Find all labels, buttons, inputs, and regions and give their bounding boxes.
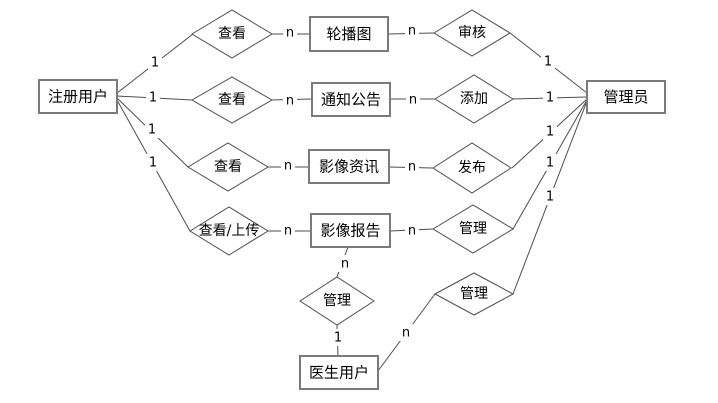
entity-label: 管理员	[603, 88, 648, 106]
cardinality-label: 1	[149, 91, 157, 106]
relation-manage-doctor: 管理	[433, 272, 515, 316]
entity-label: 轮播图	[326, 25, 371, 43]
entity-registered-user: 注册用户	[38, 79, 118, 114]
relation-label: 添加	[460, 91, 488, 107]
relation-add: 添加	[434, 74, 514, 124]
entity-rect-shape	[586, 80, 666, 114]
relation-publish: 发布	[432, 142, 512, 194]
entity-label: 通知公告	[321, 91, 381, 109]
cardinality-label: 1	[546, 91, 554, 106]
cardinality-label: n	[284, 224, 292, 239]
relation-label: 发布	[458, 160, 486, 176]
cardinality-label: 1	[151, 56, 159, 71]
entity-rect-shape	[38, 79, 118, 114]
relation-view-upload: 查看/上传	[189, 206, 269, 256]
entity-image-report: 影像报告	[310, 213, 391, 248]
entity-rect-shape	[299, 355, 379, 390]
nodes-layer: 查看审核查看添加查看发布查看/上传管理管理管理注册用户管理员轮播图通知公告影像资…	[38, 9, 666, 390]
cardinality-label: 1	[546, 190, 554, 205]
entity-image-info: 影像资讯	[308, 149, 390, 184]
relation-view-notice: 查看	[190, 76, 274, 124]
cardinality-label-bg	[543, 154, 557, 171]
relation-diamond-shape	[432, 204, 514, 254]
entity-doctor-user: 医生用户	[299, 355, 379, 390]
relation-diamond-shape	[191, 9, 273, 59]
relation-label: 查看	[214, 159, 242, 175]
entity-label: 影像资讯	[319, 158, 379, 176]
entity-admin: 管理员	[586, 80, 666, 114]
cardinality-label-bg	[283, 92, 297, 109]
cardinality-label-bg	[146, 89, 160, 106]
cardinality-label-bg	[281, 222, 295, 239]
entity-rect-shape	[310, 213, 391, 248]
relation-manage-report: 管理	[432, 204, 514, 254]
cardinality-label-bg	[543, 89, 557, 106]
relation-diamond-shape	[432, 142, 512, 194]
cardinality-label-bg	[399, 324, 413, 341]
relation-diamond-shape	[434, 74, 514, 124]
relation-diamond-shape	[299, 276, 375, 326]
relation-label: 管理	[323, 293, 351, 309]
cardinality-label: n	[408, 24, 416, 39]
entity-carousel: 轮播图	[309, 16, 389, 52]
entity-rect-shape	[308, 149, 390, 184]
cardinality-label: n	[286, 94, 294, 109]
relation-review: 审核	[433, 9, 511, 57]
cardinality-label-bg	[146, 154, 160, 171]
relation-label: 查看	[218, 92, 246, 108]
cardinality-label: 1	[148, 123, 156, 138]
cardinality-label-bg	[145, 121, 159, 138]
cardinality-label-bg	[543, 188, 557, 205]
cardinality-label-bg	[331, 329, 345, 346]
relation-label: 查看/上传	[199, 223, 260, 239]
cardinality-label-bg	[405, 22, 419, 39]
cardinality-label: n	[408, 224, 416, 239]
cardinality-label: n	[284, 159, 292, 174]
relation-manage-mid: 管理	[299, 276, 375, 326]
cardinality-label: n	[286, 26, 294, 41]
cardinality-label: 1	[546, 156, 554, 171]
relation-label: 管理	[460, 286, 488, 302]
relation-label: 审核	[458, 25, 486, 41]
cardinality-label-bg	[148, 54, 162, 71]
cardinality-label: n	[409, 93, 417, 108]
relation-label: 管理	[459, 221, 487, 237]
cardinality-label: 1	[149, 156, 157, 171]
relation-view-info: 查看	[187, 142, 269, 192]
cardinality-label-bg	[281, 157, 295, 174]
cardinality-label-bg	[543, 123, 557, 140]
cardinality-label-bg	[338, 255, 352, 272]
cardinality-label-bg	[406, 91, 420, 108]
cardinality-label-bg	[283, 24, 297, 41]
relation-label: 查看	[218, 26, 246, 42]
cardinality-labels-layer: 1 1 1 1 n n 1 n n 1 n n 1 n n 1 n 1 n 1	[145, 22, 557, 346]
cardinality-label: n	[408, 160, 416, 175]
relation-view-carousel: 查看	[191, 9, 273, 59]
relation-diamond-shape	[433, 9, 511, 57]
cardinality-label: 1	[546, 125, 554, 140]
cardinality-label: n	[402, 326, 410, 341]
entity-notice: 通知公告	[311, 82, 391, 117]
relation-diamond-shape	[433, 272, 515, 316]
cardinality-label-bg	[405, 158, 419, 175]
entity-rect-shape	[309, 16, 389, 52]
relation-diamond-shape	[189, 206, 269, 256]
relation-diamond-shape	[190, 76, 274, 124]
cardinality-label-bg	[405, 222, 419, 239]
cardinality-label: 1	[334, 331, 342, 346]
entity-label: 注册用户	[48, 88, 108, 106]
cardinality-label: n	[341, 257, 349, 272]
entity-label: 医生用户	[309, 364, 369, 382]
entity-rect-shape	[311, 82, 391, 117]
cardinality-label: 1	[544, 55, 552, 70]
relation-diamond-shape	[187, 142, 269, 192]
entity-label: 影像报告	[320, 222, 380, 240]
cardinality-label-bg	[541, 53, 555, 70]
